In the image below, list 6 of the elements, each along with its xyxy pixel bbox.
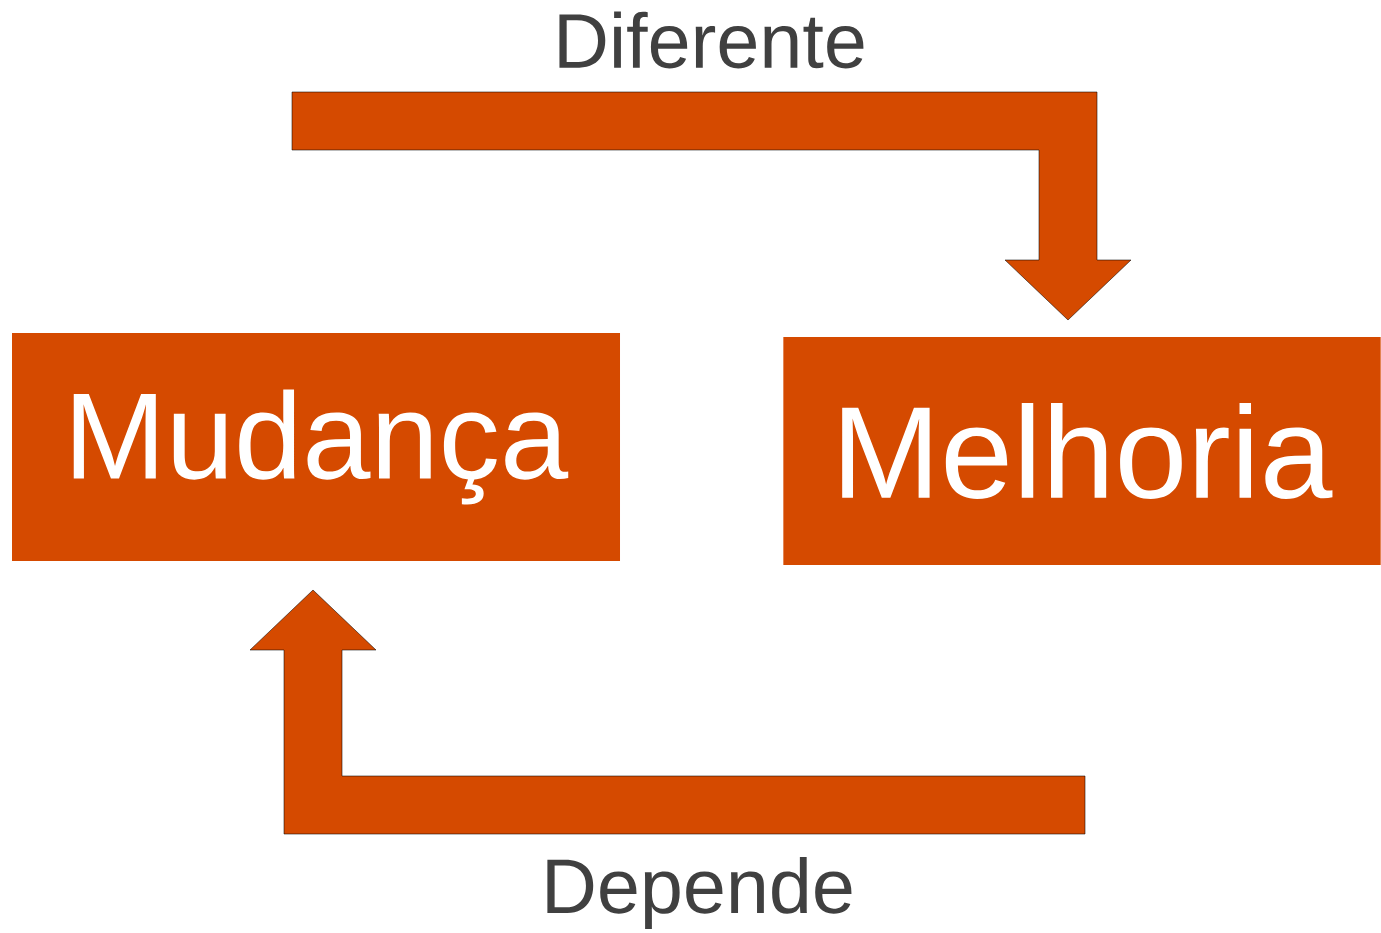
block-arrow — [249, 589, 1086, 835]
process-box: Melhoria — [783, 337, 1381, 565]
edge-label: Diferente — [559, 11, 864, 69]
process-box: Mudança — [12, 333, 620, 561]
edge-label: Depende — [547, 856, 852, 930]
block-arrow — [291, 91, 1132, 321]
